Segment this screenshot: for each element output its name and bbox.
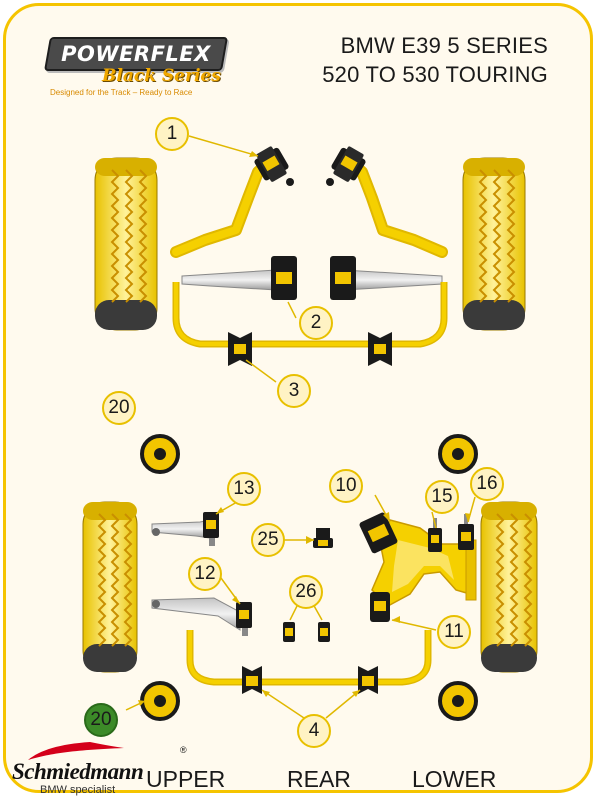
rear-right-tyre (480, 501, 538, 673)
front-bush-2-left (271, 256, 297, 300)
schmiedmann-logo: Schmiedmann ® BMW specialist (12, 740, 192, 798)
callout-26: 26 (289, 575, 323, 609)
front-anti-roll-bar (172, 282, 448, 348)
leader-arrowheads (138, 151, 471, 706)
rear-bush-26-right (318, 622, 330, 642)
label-upper: UPPER (146, 766, 226, 792)
callout-12: 12 (188, 557, 222, 591)
powerflex-logo: POWERFLEX Black Series Designed for the … (44, 37, 228, 99)
subframe-mount-lower-left (140, 681, 180, 721)
callout-13: 13 (227, 472, 261, 506)
callout-16: 16 (470, 467, 504, 501)
callout-20: 20 (84, 703, 118, 737)
front-bush-3-left (228, 332, 252, 366)
label-rear: REAR (287, 766, 351, 792)
callout-20: 20 (102, 391, 136, 425)
front-bush-3-right (368, 332, 392, 366)
rear-upper-link-left (151, 512, 219, 546)
callout-4: 4 (297, 714, 331, 748)
subframe-mount-upper-left (140, 434, 180, 474)
callout-25: 25 (251, 523, 285, 557)
front-left-tyre (94, 157, 158, 331)
title-variant: 520 TO 530 TOURING (322, 62, 548, 87)
subframe-mount-lower-right (438, 681, 478, 721)
rear-bush-4-right (358, 666, 378, 694)
rear-bush-11 (370, 592, 390, 622)
logo-series: Black Series (102, 66, 221, 86)
brand-tagline: BMW specialist (40, 784, 116, 796)
rear-anti-roll-bar (186, 630, 432, 686)
front-bush-1-left (254, 146, 294, 186)
rear-bush-10 (359, 512, 398, 554)
front-bush-2-right (330, 256, 356, 300)
leader-lines (125, 135, 476, 719)
rear-left-tyre (82, 501, 138, 673)
brand-name: Schmiedmann (12, 759, 144, 784)
brand-registered: ® (180, 745, 187, 755)
front-control-arm-left (181, 269, 277, 291)
front-thrust-arm-right (348, 159, 448, 258)
logo-wordmark: POWERFLEX (61, 42, 211, 66)
rear-bush-16 (458, 514, 474, 550)
callout-3: 3 (277, 374, 311, 408)
front-right-tyre (462, 157, 526, 331)
title-model: BMW E39 5 SERIES (340, 33, 548, 58)
rear-bush-26-left (283, 622, 295, 642)
front-control-arm-right (343, 269, 443, 291)
brand-swoosh-icon (28, 742, 124, 760)
callout-10: 10 (329, 469, 363, 503)
rear-traction-link-left (151, 597, 252, 636)
rear-diff-bush-25 (313, 528, 333, 548)
front-bush-1-right (326, 146, 366, 186)
callout-15: 15 (425, 480, 459, 514)
callout-1: 1 (155, 117, 189, 151)
callout-11: 11 (437, 615, 471, 649)
front-thrust-arm-left (170, 159, 272, 258)
subframe-mount-upper-right (438, 434, 478, 474)
callout-2: 2 (299, 306, 333, 340)
label-lower: LOWER (412, 766, 497, 792)
rear-bush-4-left (242, 666, 262, 694)
rear-lower-wishbone-right (371, 519, 477, 607)
logo-tagline: Designed for the Track – Ready to Race (50, 88, 193, 97)
